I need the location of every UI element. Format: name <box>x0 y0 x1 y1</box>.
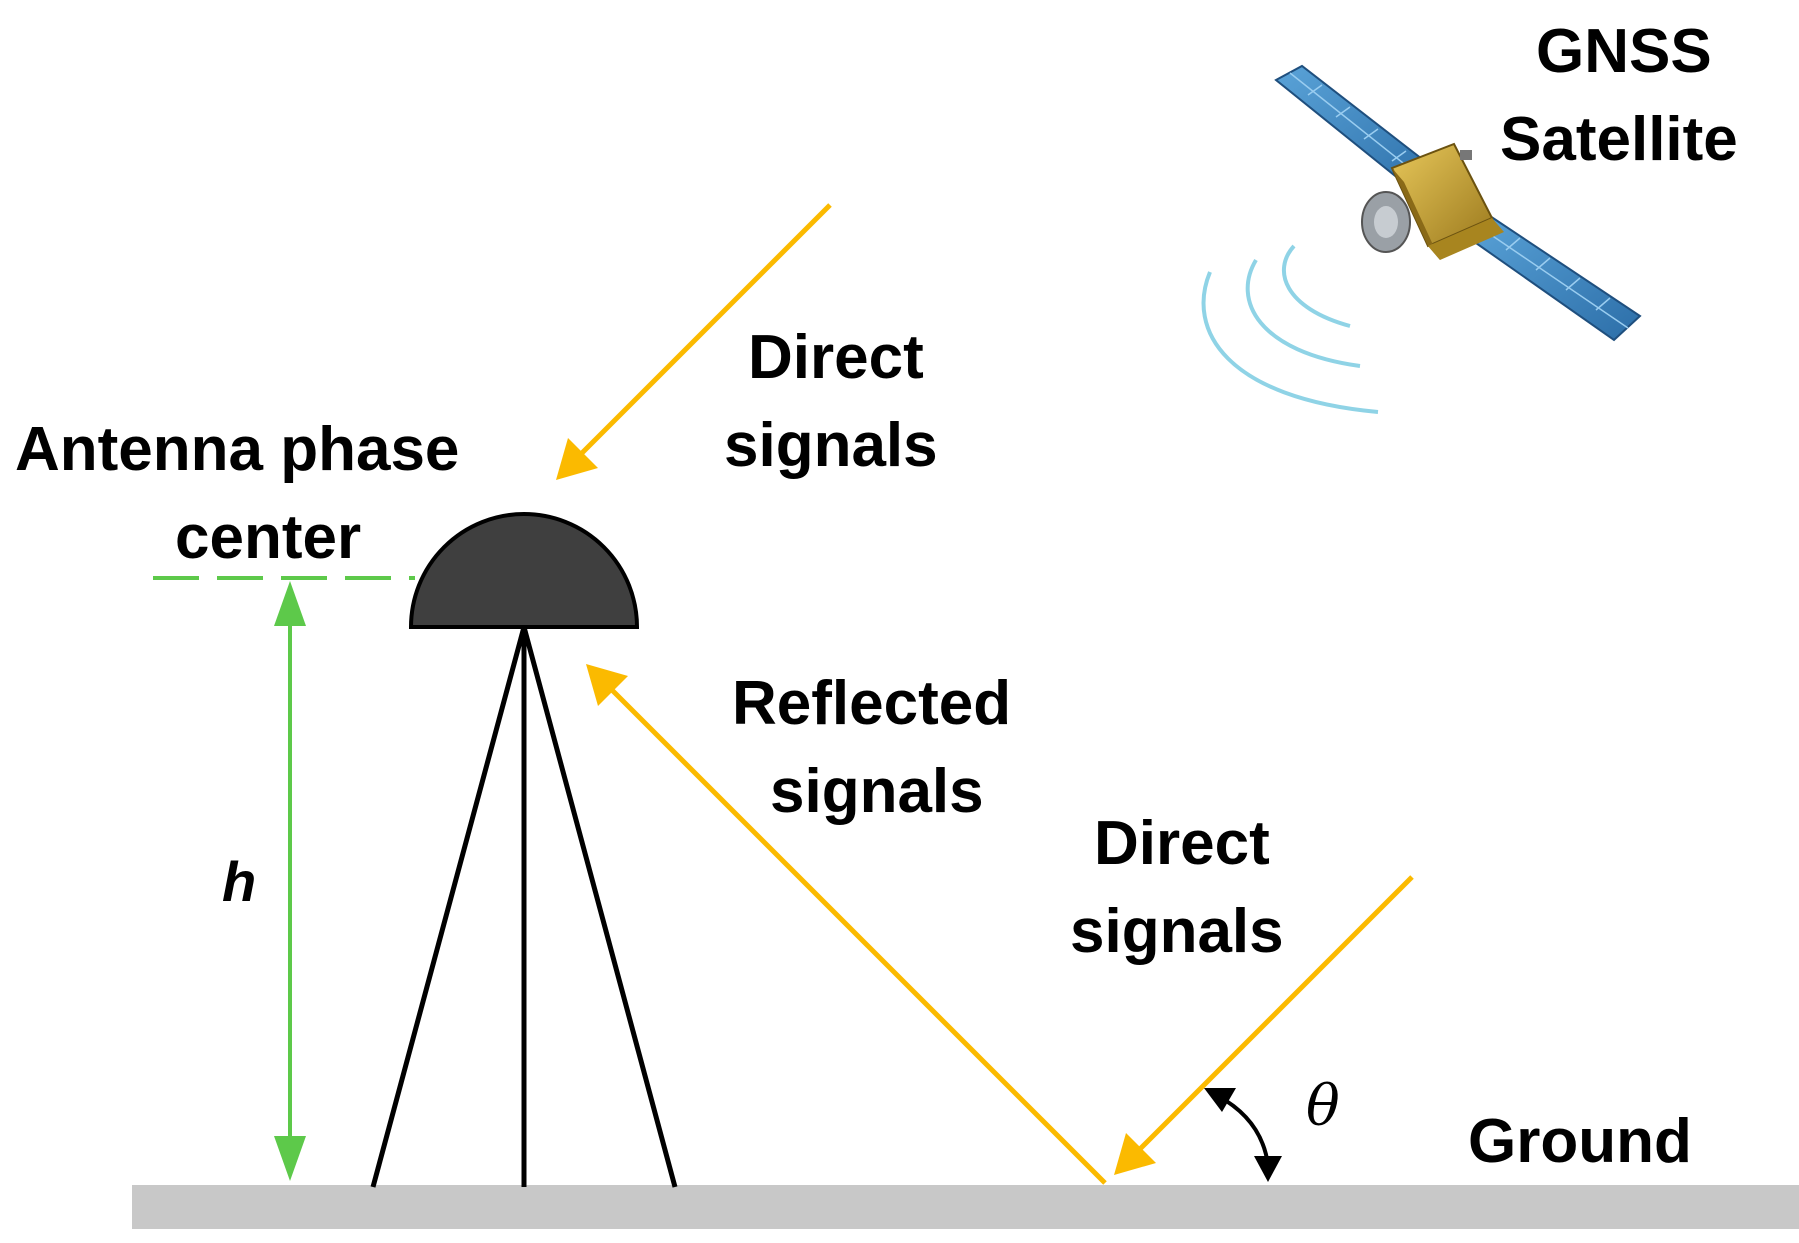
direct-signal-right-arrow <box>1136 875 1414 1153</box>
height-label: h <box>222 850 256 913</box>
height-arrow <box>274 581 306 1181</box>
antenna-label-line2: center <box>175 503 361 572</box>
direct-signal-right-label-line2: signals <box>1070 897 1284 966</box>
antenna-icon <box>408 512 640 629</box>
radio-waves-icon <box>1201 244 1379 414</box>
satellite-icon <box>1274 64 1642 342</box>
reflected-signal-label-line2: signals <box>770 757 984 826</box>
direct-signal-right-arrowhead <box>1114 1133 1156 1175</box>
reflected-signal-arrow <box>608 686 1107 1185</box>
direct-signal-top-label-line1: Direct <box>748 323 924 392</box>
elevation-angle-arc <box>1204 1088 1282 1182</box>
direct-signal-top-arrowhead <box>556 438 598 480</box>
reflected-signal-label-line1: Reflected <box>732 669 1011 738</box>
direct-signal-top-label-line2: signals <box>724 411 938 480</box>
tripod <box>370 626 678 1188</box>
direct-signal-top-arrow <box>573 203 832 462</box>
ground-surface <box>132 1185 1799 1229</box>
satellite-label-line1: GNSS <box>1536 17 1712 86</box>
satellite-label-line2: Satellite <box>1500 105 1738 174</box>
ground-label: Ground <box>1468 1107 1692 1176</box>
elevation-angle-label: θ <box>1306 1074 1340 1139</box>
direct-signal-right-label-line1: Direct <box>1094 809 1270 878</box>
reflected-signal-arrowhead <box>586 664 628 706</box>
antenna-label-line1: Antenna phase <box>15 415 459 484</box>
